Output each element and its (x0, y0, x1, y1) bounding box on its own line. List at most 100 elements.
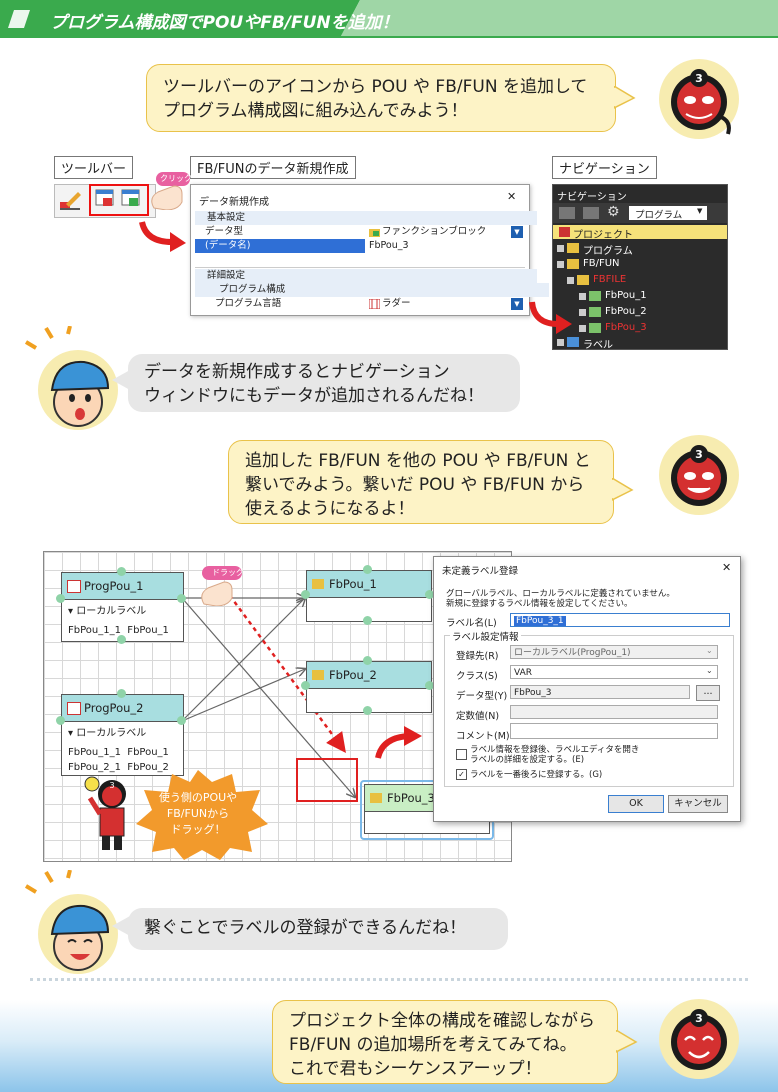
comment-label: コメント(M) (456, 731, 510, 742)
dest-select[interactable]: ローカルラベル(ProgPou_1) (510, 645, 718, 659)
svg-text:3: 3 (695, 1012, 703, 1025)
group-basic: 基本設定 (195, 211, 537, 225)
connector-dot[interactable] (117, 635, 126, 644)
close-icon[interactable]: ✕ (507, 190, 517, 203)
nav-dropdown-value: プログラム (635, 210, 683, 221)
pou-block-progpou1[interactable]: ProgPou_1 ▾ ローカルラベル FbPou_1_1 FbPou_1 (61, 572, 184, 642)
connector-dot[interactable] (177, 594, 186, 603)
class-select[interactable]: VAR (510, 665, 718, 679)
header-banner (0, 0, 778, 38)
click-hand-icon (151, 172, 190, 210)
nav-item-label[interactable]: ラベル (583, 340, 613, 351)
datatype-value[interactable]: ファンクションブロック (382, 226, 487, 237)
comment-input[interactable] (510, 723, 718, 739)
add-pou-icon[interactable] (95, 188, 115, 208)
navigation-panel: ナビゲーション ⚙ プログラム ▼ プロジェクト プログラム FB/FUN FB… (552, 184, 728, 351)
expand-icon[interactable] (579, 293, 586, 300)
class-label: クラス(S) (456, 671, 498, 682)
language-dropdown-button[interactable]: ▼ (511, 298, 523, 310)
tree-view-icon[interactable] (559, 207, 575, 219)
fb-block-fbpou1[interactable]: FbPou_1 (306, 570, 432, 622)
bubble-tail (614, 86, 636, 109)
kid2-speech-bubble: 繋ぐことでラベルの登録ができるんだね！ (128, 908, 508, 950)
connector-dot[interactable] (425, 681, 434, 690)
settings-group-title: ラベル設定情報 (450, 629, 521, 643)
navigation-section-label: ナビゲーション (552, 156, 657, 179)
nav-item-fbpou1[interactable]: FbPou_1 (605, 290, 647, 301)
checkbox-register-last-label: ラベルを一番後ろに登録する。(G) (470, 770, 603, 780)
connector-dot[interactable] (301, 590, 310, 599)
local-label-row: FbPou_1_1 FbPou_1 (68, 625, 169, 636)
red-arrow-icon (529, 301, 572, 334)
list-view-icon[interactable] (583, 207, 599, 219)
chevron-down-icon[interactable]: ⌄ (706, 646, 713, 655)
fb-name: FbPou_2 (329, 668, 377, 682)
nav-dropdown[interactable] (629, 206, 707, 220)
datatype-dropdown-button[interactable]: ▼ (511, 226, 523, 238)
connector-dot[interactable] (363, 656, 372, 665)
folder-icon (567, 259, 579, 269)
chevron-down-icon[interactable]: ▼ (697, 207, 703, 215)
local-label-toggle[interactable]: ▾ ローカルラベル (68, 606, 147, 617)
nav-item-fbpou2[interactable]: FbPou_2 (605, 306, 647, 317)
dest-label: 登録先(R) (456, 651, 499, 662)
connector-dot[interactable] (117, 567, 126, 576)
nav-item-program[interactable]: プログラム (583, 246, 633, 257)
nav-item-fbpou3[interactable]: FbPou_3 (605, 322, 647, 333)
connector-dot[interactable] (363, 706, 372, 715)
connector-dot[interactable] (117, 689, 126, 698)
pou-name: ProgPou_1 (84, 579, 144, 593)
type-input[interactable]: FbPou_3 (510, 685, 690, 699)
const-input[interactable] (510, 705, 718, 719)
mascot-figure-icon: 3 (84, 776, 126, 850)
fb-name: FbPou_1 (329, 577, 377, 591)
expand-icon[interactable] (567, 277, 574, 284)
connect-line: 追加した FB/FUN を他の POU や FB/FUN と (245, 451, 591, 471)
gear-icon[interactable]: ⚙ (607, 204, 620, 220)
type-value: FbPou_3 (514, 688, 552, 698)
expand-icon[interactable] (557, 261, 564, 268)
connector-dot[interactable] (425, 590, 434, 599)
project-row[interactable] (553, 225, 727, 239)
hint-line: 使う側のPOUや (158, 791, 238, 804)
expand-icon[interactable] (579, 325, 586, 332)
browse-button[interactable]: ... (696, 685, 720, 701)
pencil-icon[interactable] (58, 188, 82, 212)
chevron-down-icon[interactable]: ⌄ (706, 666, 713, 675)
checkbox-register-last[interactable]: ✓ (456, 769, 467, 780)
connector-dot[interactable] (56, 716, 65, 725)
mascot-icon: 3 (659, 999, 739, 1079)
outro-line: これで君もシーケンスアーップ！ (289, 1059, 542, 1079)
checkbox-open-editor[interactable] (456, 749, 467, 760)
local-label-text: ローカルラベル (76, 728, 147, 739)
label-icon (567, 337, 579, 347)
toolbar-section-label: ツールバー (54, 156, 134, 179)
connector-dot[interactable] (363, 565, 372, 574)
kid-avatar (24, 326, 118, 430)
expand-icon[interactable] (557, 339, 564, 346)
ok-button[interactable]: OK (608, 795, 664, 813)
local-label-toggle[interactable]: ▾ ローカルラベル (68, 728, 147, 739)
label-name-input[interactable]: FbPou_3_1 (510, 613, 730, 627)
project-icon (559, 227, 570, 237)
expand-icon[interactable] (557, 245, 564, 252)
dataname-value[interactable]: FbPou_3 (369, 240, 409, 251)
nav-item-fbfile[interactable]: FBFILE (593, 274, 627, 285)
connector-dot[interactable] (301, 681, 310, 690)
connector-dot[interactable] (56, 594, 65, 603)
language-label: プログラム言語 (215, 298, 282, 309)
expand-icon[interactable] (579, 309, 586, 316)
pou-block-progpou2[interactable]: ProgPou_2 ▾ ローカルラベル FbPou_1_1 FbPou_1 Fb… (61, 694, 184, 776)
mascot-icon: 3 (659, 435, 739, 515)
red-arrow-icon (139, 221, 186, 252)
cancel-button[interactable]: キャンセル (668, 795, 728, 813)
nav-item-fbfun[interactable]: FB/FUN (583, 258, 620, 269)
connection-lines (181, 588, 510, 860)
language-value[interactable]: ラダー (382, 298, 411, 309)
connector-dot[interactable] (177, 716, 186, 725)
close-icon[interactable]: ✕ (722, 561, 732, 574)
connector-dot[interactable] (363, 616, 372, 625)
svg-text:3: 3 (695, 72, 703, 85)
add-fb-icon[interactable] (121, 188, 141, 208)
fb-block-fbpou2[interactable]: FbPou_2 (306, 661, 432, 713)
